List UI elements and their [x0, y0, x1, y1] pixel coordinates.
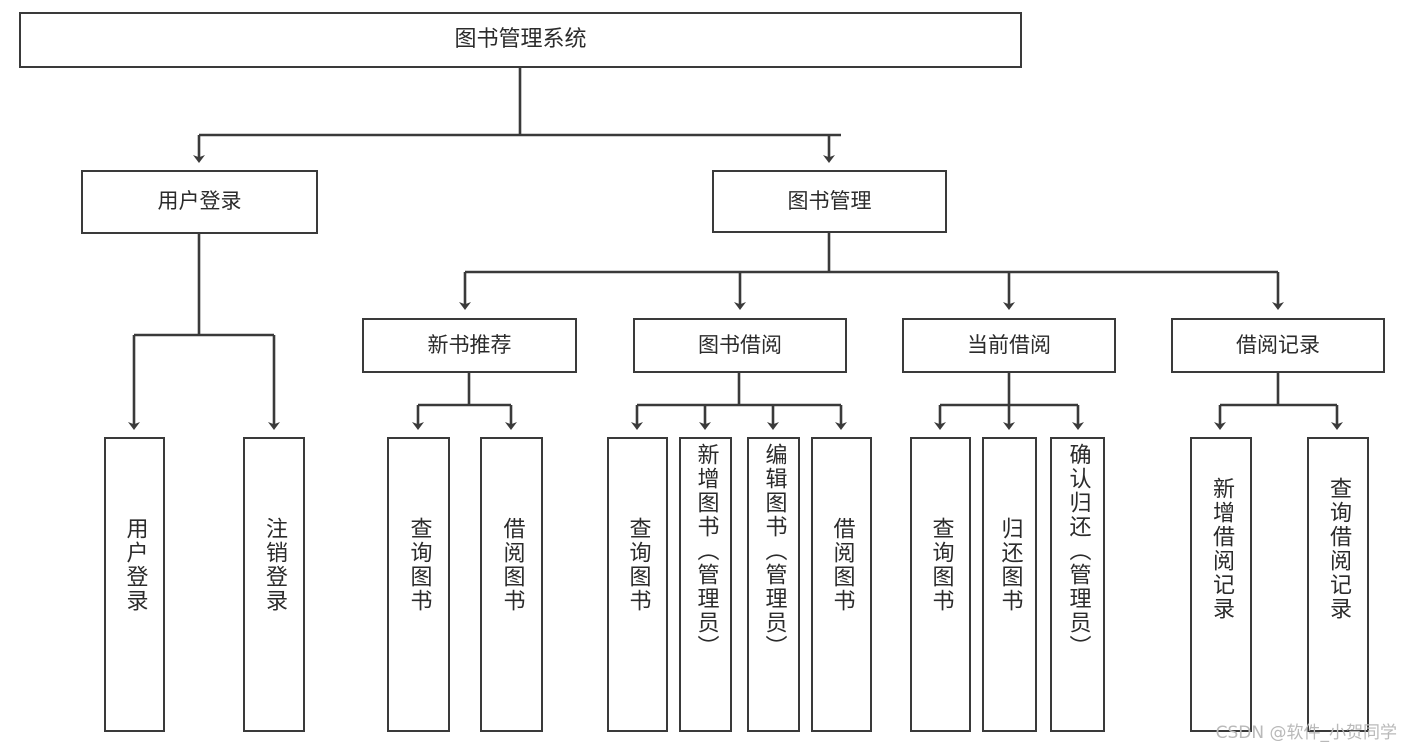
leaf-new-book-query[interactable]: 查询图书 [387, 437, 450, 732]
leaf-borrow-record-query[interactable]: 查询借阅记录 [1307, 437, 1369, 732]
node-label: 确认归还（管理员） [1065, 443, 1091, 659]
leaf-current-borrow-return[interactable]: 归还图书 [982, 437, 1037, 732]
node-label: 用户登录 [157, 189, 242, 214]
node-label: 图书管理 [787, 188, 872, 213]
node-label: 当前借阅 [967, 332, 1051, 357]
leaf-book-borrow-lend[interactable]: 借阅图书 [811, 437, 872, 732]
node-label: 查询借阅记录 [1326, 477, 1351, 621]
node-label: 借阅图书 [829, 517, 855, 613]
node-label: 归还图书 [997, 517, 1023, 613]
node-borrow-record[interactable]: 借阅记录 [1171, 318, 1385, 373]
leaf-book-borrow-query[interactable]: 查询图书 [607, 437, 668, 732]
node-book-borrow[interactable]: 图书借阅 [633, 318, 847, 373]
node-label: 图书借阅 [698, 332, 782, 357]
node-label: 借阅图书 [499, 517, 525, 613]
node-label: 查询图书 [928, 517, 954, 613]
leaf-current-borrow-query[interactable]: 查询图书 [910, 437, 971, 732]
leaf-current-borrow-confirm[interactable]: 确认归还（管理员） [1050, 437, 1105, 732]
node-label: 查询图书 [625, 517, 651, 613]
node-label: 注销登录 [262, 517, 287, 613]
node-new-book-recommend[interactable]: 新书推荐 [362, 318, 577, 373]
node-label: 新增借阅记录 [1209, 477, 1234, 621]
leaf-book-borrow-edit[interactable]: 编辑图书（管理员） [747, 437, 800, 732]
leaf-book-borrow-add[interactable]: 新增图书（管理员） [679, 437, 732, 732]
node-label: 图书管理系统 [454, 26, 587, 52]
leaf-borrow-record-add[interactable]: 新增借阅记录 [1190, 437, 1252, 732]
node-label: 查询图书 [406, 517, 432, 613]
node-label: 新书推荐 [427, 332, 512, 357]
leaf-user-login-signin[interactable]: 用户登录 [104, 437, 165, 732]
node-label: 新增图书（管理员） [693, 443, 719, 659]
node-label: 编辑图书（管理员） [761, 443, 787, 659]
node-label: 借阅记录 [1236, 332, 1320, 357]
node-root-system[interactable]: 图书管理系统 [19, 12, 1022, 68]
node-label: 用户登录 [122, 517, 148, 613]
leaf-new-book-borrow[interactable]: 借阅图书 [480, 437, 543, 732]
watermark-text: CSDN @软件_小贺同学 [1215, 723, 1397, 743]
node-book-management[interactable]: 图书管理 [712, 170, 947, 233]
node-current-borrow[interactable]: 当前借阅 [902, 318, 1116, 373]
node-user-login[interactable]: 用户登录 [81, 170, 318, 234]
leaf-user-login-signout[interactable]: 注销登录 [243, 437, 305, 732]
